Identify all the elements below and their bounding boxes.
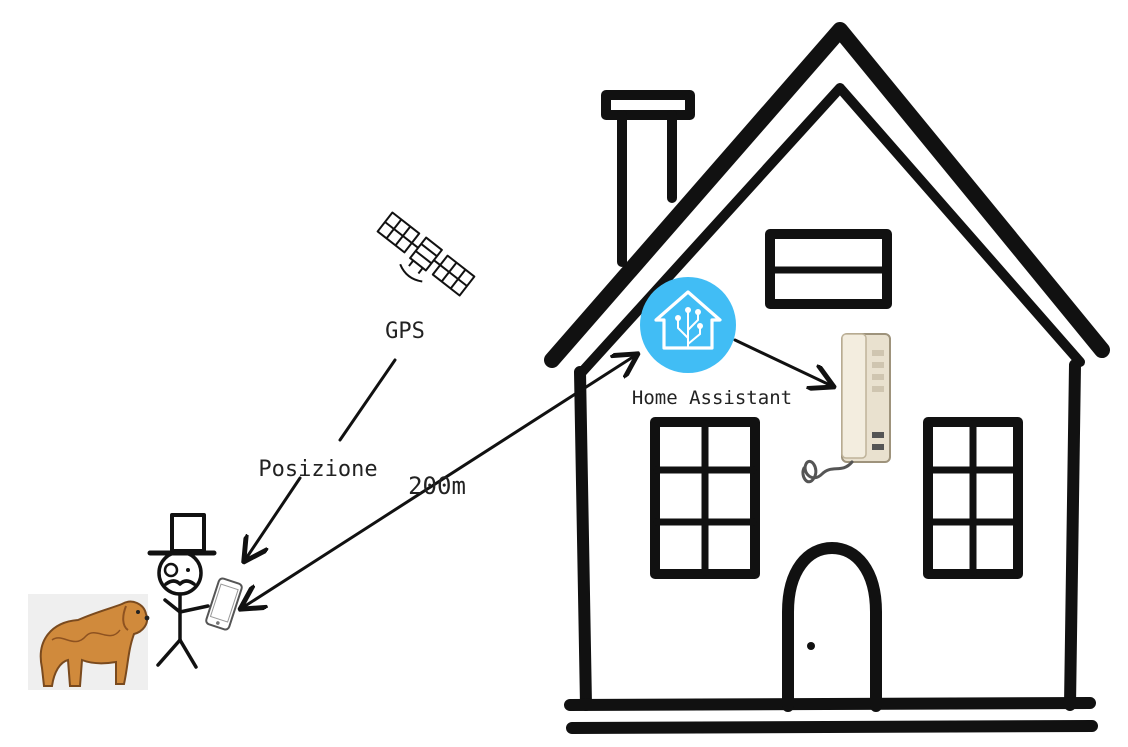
stick-figure [147,513,217,669]
gps-label: GPS [385,319,425,344]
position-arrow [245,476,302,560]
dog-drawing [28,594,150,690]
home-assistant-logo [640,277,736,373]
distance-arrow [242,355,636,608]
home-assistant-label: Home Assistant [632,387,792,409]
gps-link-line [338,358,397,442]
intercom-icon [801,333,891,484]
distance-label: 200m [408,472,466,500]
position-label: Posizione [258,457,377,482]
satellite-icon [376,211,476,297]
house-drawing [544,22,1110,734]
smartphone-icon [205,577,243,631]
ha-intercom-arrow [733,338,832,386]
